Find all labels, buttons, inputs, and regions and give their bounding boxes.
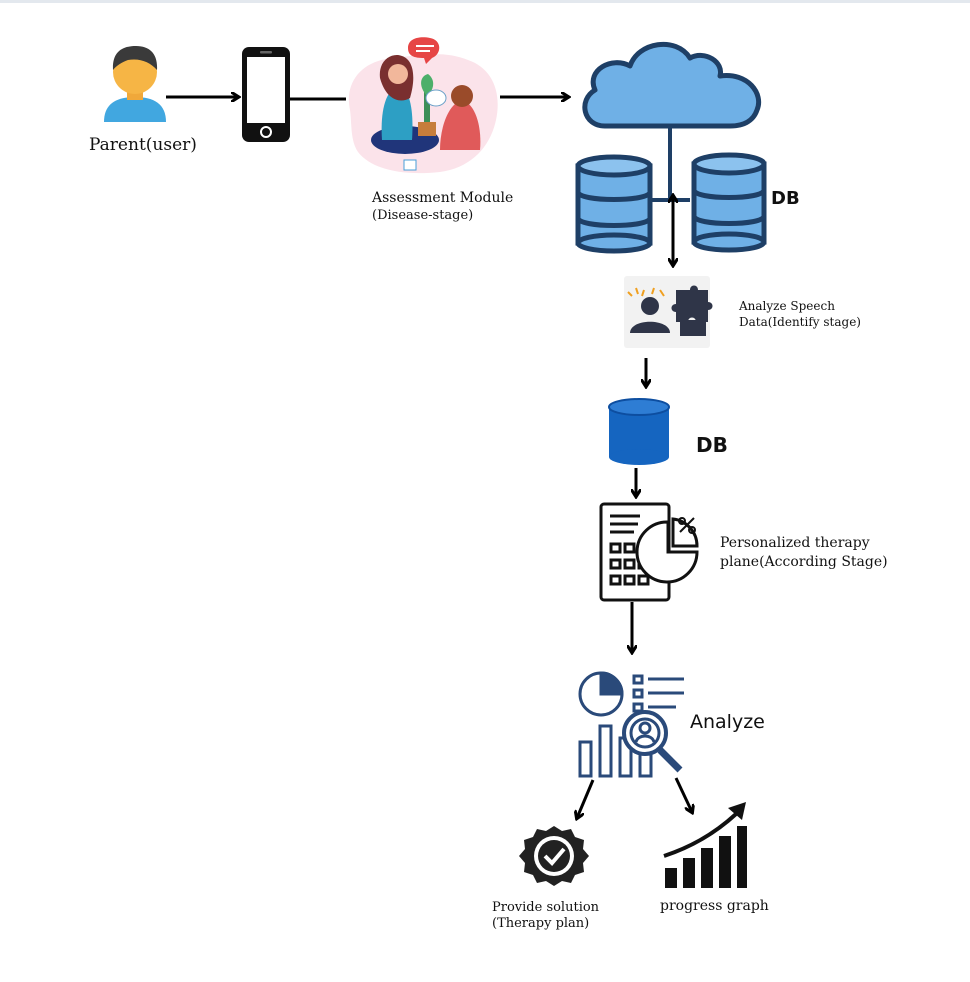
- parent-label: Parent(user): [89, 135, 197, 155]
- therapy-label-2: plane(According Stage): [720, 554, 888, 570]
- solution-label-2: (Therapy plan): [492, 916, 590, 931]
- assessment-illustration-icon: [348, 37, 498, 174]
- phone-icon: [242, 47, 290, 142]
- database-stack-right-icon: [691, 152, 767, 253]
- db-label: DB: [696, 433, 728, 457]
- cloud-icon: [582, 41, 761, 129]
- database-stack-left-icon: [575, 154, 653, 254]
- analyze-speech-label-1: Analyze Speech: [739, 299, 835, 313]
- analyze-speech-icon: [624, 276, 713, 348]
- solution-label-1: Provide solution: [492, 900, 600, 915]
- assessment-title: Assessment Module: [372, 190, 514, 206]
- database-icon: [608, 398, 670, 465]
- analyze-speech-label-2: Data(Identify stage): [739, 315, 861, 329]
- analyze-icon: [578, 671, 684, 778]
- therapy-label-1: Personalized therapy: [720, 535, 870, 551]
- progress-graph-label: progress graph: [660, 898, 769, 914]
- assessment-subtitle: (Disease-stage): [372, 208, 474, 223]
- user-icon: [104, 46, 166, 122]
- progress-graph-icon: [663, 802, 747, 888]
- therapy-plan-icon: [599, 502, 699, 602]
- top-border: [0, 0, 970, 3]
- db-cloud-label: DB: [771, 188, 800, 209]
- analyze-label: Analyze: [690, 711, 765, 733]
- arrow-analyze-to-progress: [674, 777, 692, 812]
- badge-check-icon: [519, 826, 589, 886]
- arrow-analyze-to-solution: [577, 779, 595, 818]
